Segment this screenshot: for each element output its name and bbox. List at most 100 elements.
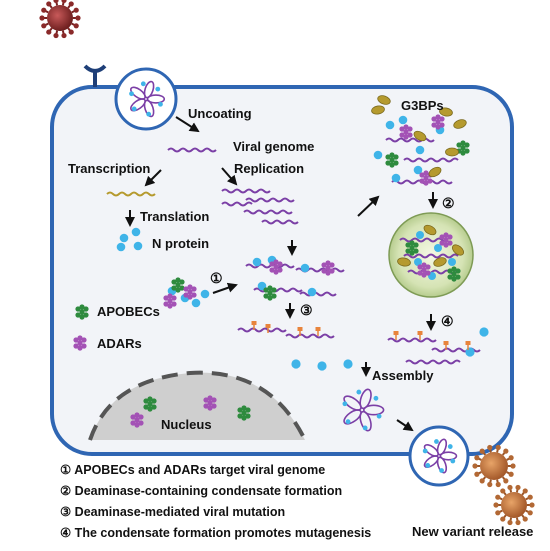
endosome: [114, 67, 178, 131]
spike-head: [73, 23, 79, 29]
condensate-contents: [397, 224, 465, 282]
mutation-marker: [265, 324, 271, 328]
spike-head: [500, 488, 506, 494]
label-release: New variant release: [412, 524, 533, 539]
cluster-subunit: [171, 279, 177, 285]
spike-head: [39, 15, 45, 21]
cluster-subunit: [245, 413, 251, 419]
cluster-subunit: [191, 292, 197, 298]
cluster-subunit: [271, 293, 277, 299]
rna-strand: [387, 337, 437, 343]
cluster-subunit: [187, 284, 193, 290]
cluster-subunit: [273, 259, 279, 265]
cluster-subunit: [405, 242, 411, 248]
cluster-subunit: [425, 264, 431, 270]
genome-loop: [359, 410, 372, 432]
spike-head: [46, 1, 52, 7]
mutation-marker: [465, 341, 471, 345]
apobec-cluster: [447, 266, 461, 282]
label-g3bps: G3BPs: [401, 98, 444, 113]
arrow-step1: [212, 282, 238, 294]
adar-cluster: [417, 262, 431, 278]
label-translation: Translation: [140, 209, 209, 224]
g3bp-oval: [453, 119, 467, 129]
spike-head: [495, 494, 501, 500]
cluster-subunit: [455, 268, 461, 274]
g3bp-oval: [451, 244, 465, 256]
cluster-subunit: [431, 122, 437, 128]
spike-head: [507, 519, 513, 526]
cluster-subunit: [427, 178, 433, 184]
spike-head: [61, 32, 67, 39]
cluster-subunit: [263, 293, 269, 299]
spike-head: [508, 455, 514, 461]
spike-head: [500, 516, 506, 522]
apobec-cluster: [385, 152, 399, 168]
genome-loop: [359, 388, 372, 410]
rna-strand: [245, 197, 295, 203]
cluster-subunit: [464, 148, 470, 154]
cluster-subunit: [273, 264, 279, 270]
g3bp-oval: [428, 166, 442, 178]
label-adars: ADARs: [97, 336, 142, 351]
cluster-subunit: [167, 303, 173, 309]
g3bp-oval: [439, 107, 453, 117]
rna-strand: [253, 287, 303, 293]
spike-head: [515, 484, 521, 491]
mutation-marker: [443, 341, 449, 345]
cluster-subunit: [207, 405, 213, 411]
cluster-subunit: [389, 162, 395, 168]
n-protein-dot: [116, 242, 126, 252]
cluster-subunit: [134, 422, 140, 428]
rna-strand: [221, 201, 253, 207]
cluster-subunit: [83, 312, 89, 318]
cluster-subunit: [147, 396, 153, 402]
n-protein-dot: [291, 359, 301, 369]
apobec-cluster: [263, 285, 277, 301]
cluster-subunit: [277, 267, 283, 273]
cluster-subunit: [455, 274, 461, 280]
cluster-subunit: [187, 294, 193, 300]
label-n-protein: N protein: [152, 236, 209, 251]
cluster-subunit: [389, 152, 395, 158]
spike-head: [61, 0, 67, 4]
cluster-subunit: [439, 234, 445, 240]
cluster-subunit: [171, 301, 177, 307]
rna-strand: [403, 253, 459, 259]
n-protein-dot: [191, 298, 201, 308]
cluster-subunit: [241, 415, 247, 421]
cluster-subunit: [423, 170, 429, 176]
spike-head: [522, 516, 528, 522]
cluster-subunit: [421, 272, 427, 278]
cluster-subunit: [423, 175, 429, 181]
virus-envelope: [480, 452, 508, 480]
rna-strand: [243, 209, 293, 215]
cluster-subunit: [447, 268, 453, 274]
cluster-subunit: [409, 240, 415, 246]
cluster-subunit: [267, 285, 273, 291]
genome-loop: [130, 86, 146, 100]
budding-genome: [422, 438, 458, 474]
n-protein-dot: [362, 425, 368, 431]
arrow-replication: [221, 167, 238, 186]
genome-loop: [436, 456, 448, 474]
cluster-subunit: [409, 250, 415, 256]
n-protein-dot: [439, 468, 444, 473]
cluster-subunit: [81, 343, 87, 349]
cluster-subunit: [464, 142, 470, 148]
spike-head: [41, 7, 47, 13]
n-protein-dot: [356, 389, 362, 395]
adar-cluster: [203, 395, 217, 411]
cluster-subunit: [183, 292, 189, 298]
step-marker-1: ①: [210, 270, 223, 286]
cluster-subunit: [143, 398, 149, 404]
legend-item-2: ② Deaminase-containing condensate format…: [60, 484, 342, 498]
cluster-subunit: [460, 150, 466, 156]
spike-head: [75, 15, 81, 21]
spike-head: [527, 494, 533, 500]
arrows: [125, 116, 438, 432]
n-protein-dot: [373, 395, 379, 401]
n-protein-dot: [133, 241, 143, 251]
cluster-subunit: [241, 410, 247, 416]
